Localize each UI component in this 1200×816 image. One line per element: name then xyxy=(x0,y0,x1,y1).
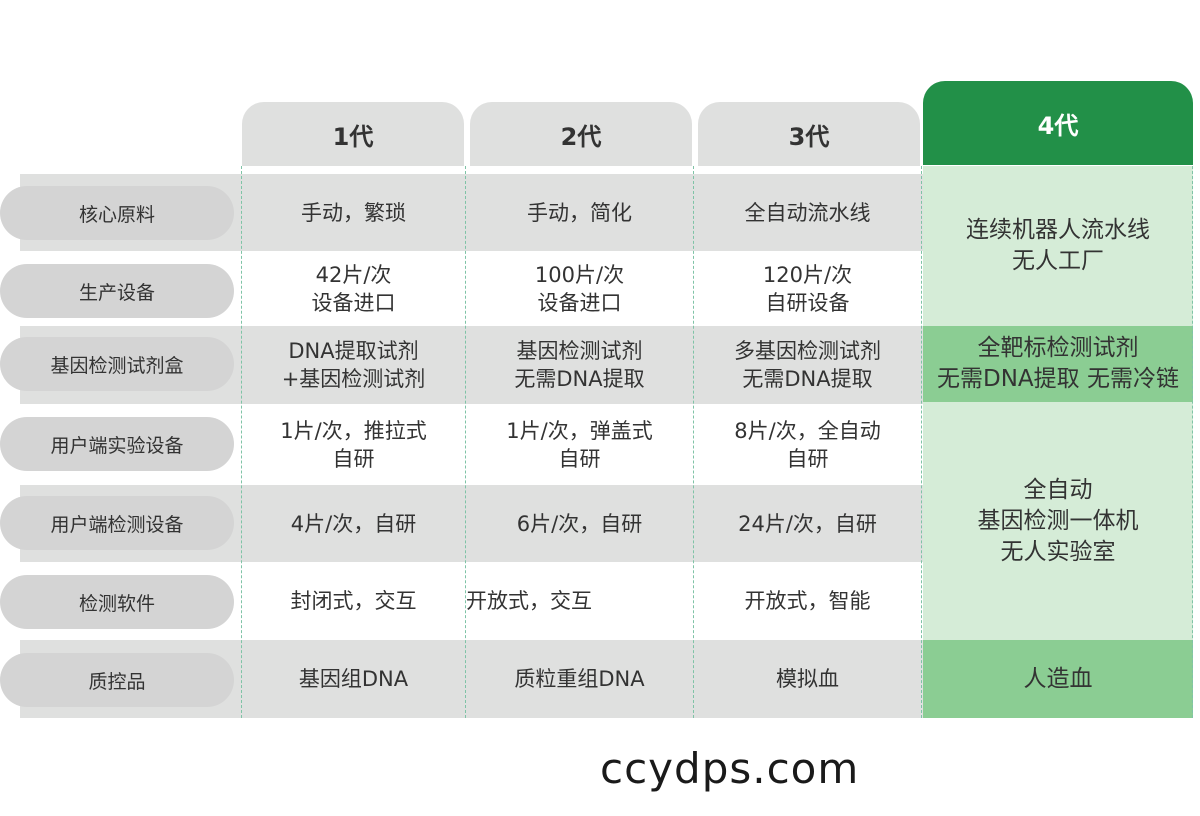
cell-r3-gen2: 基因检测试剂无需DNA提取 xyxy=(514,339,645,391)
cell-r3-gen3: 多基因检测试剂无需DNA提取 xyxy=(734,339,881,391)
header-gen-3: 3代 xyxy=(698,102,920,166)
header-gen-1: 1代 xyxy=(242,102,464,166)
cell-r2-gen2: 100片/次设备进口 xyxy=(534,262,625,315)
category-pill-test-device: 用户端检测设备 xyxy=(0,496,234,550)
cell-r5-gen1: 4片/次，自研 xyxy=(290,511,417,536)
cell-r5-gen2: 6片/次，自研 xyxy=(516,511,643,536)
cell-r6-gen2: 开放式，交互 xyxy=(466,589,592,613)
cell-r2-gen3: 120片/次自研设备 xyxy=(762,262,853,315)
header-gen-2: 2代 xyxy=(470,102,692,166)
column-divider-2 xyxy=(465,166,466,718)
column-divider-3 xyxy=(693,166,694,718)
cell-r6-gen3: 开放式，智能 xyxy=(744,589,871,613)
column-divider-5 xyxy=(1192,166,1193,718)
column-divider-1 xyxy=(241,166,242,718)
watermark-text: ccydps.com xyxy=(600,744,860,793)
category-pill-core-materials: 核心原料 xyxy=(0,186,234,240)
cell-r7-gen1: 基因组DNA xyxy=(298,667,409,691)
category-pill-lab-device: 用户端实验设备 xyxy=(0,417,234,471)
cell-r4-gen2: 1片/次，弹盖式自研 xyxy=(506,418,653,471)
cell-r4-gen1: 1片/次，推拉式自研 xyxy=(280,418,427,471)
gen4-cell-test-kit: 全靶标检测试剂无需DNA提取 无需冷链 xyxy=(937,335,1179,392)
gen4-block-1-bg xyxy=(923,166,1193,326)
cell-r1-gen1: 手动，繁琐 xyxy=(301,200,406,225)
category-pill-quality-control: 质控品 xyxy=(0,653,234,707)
cell-r6-gen1: 封闭式，交互 xyxy=(290,589,417,613)
gen4-block-3-bg xyxy=(923,402,1193,640)
cell-r7-gen2: 质粒重组DNA xyxy=(514,667,645,691)
header-gen-4: 4代 xyxy=(923,81,1193,165)
cell-r3-gen1: DNA提取试剂+基因检测试剂 xyxy=(281,339,426,391)
gen4-block-2-bg xyxy=(923,326,1193,402)
category-pill-production: 生产设备 xyxy=(0,264,234,318)
gen4-cell-devices: 全自动基因检测一体机无人实验室 xyxy=(977,476,1139,565)
gen4-block-4-bg xyxy=(923,640,1193,718)
category-pill-test-kit: 基因检测试剂盒 xyxy=(0,337,234,391)
column-divider-4 xyxy=(921,166,922,718)
cell-r1-gen3: 全自动流水线 xyxy=(744,200,871,225)
cell-r1-gen2: 手动，简化 xyxy=(527,200,632,225)
category-pill-software: 检测软件 xyxy=(0,575,234,629)
gen4-cell-quality-control: 人造血 xyxy=(1023,665,1093,692)
cell-r2-gen1: 42片/次设备进口 xyxy=(311,262,396,315)
cell-r5-gen3: 24片/次，自研 xyxy=(738,511,877,536)
cell-r7-gen3: 模拟血 xyxy=(776,667,839,691)
gen4-cell-factory: 连续机器人流水线无人工厂 xyxy=(966,217,1150,274)
cell-r4-gen3: 8片/次，全自动自研 xyxy=(734,418,881,471)
